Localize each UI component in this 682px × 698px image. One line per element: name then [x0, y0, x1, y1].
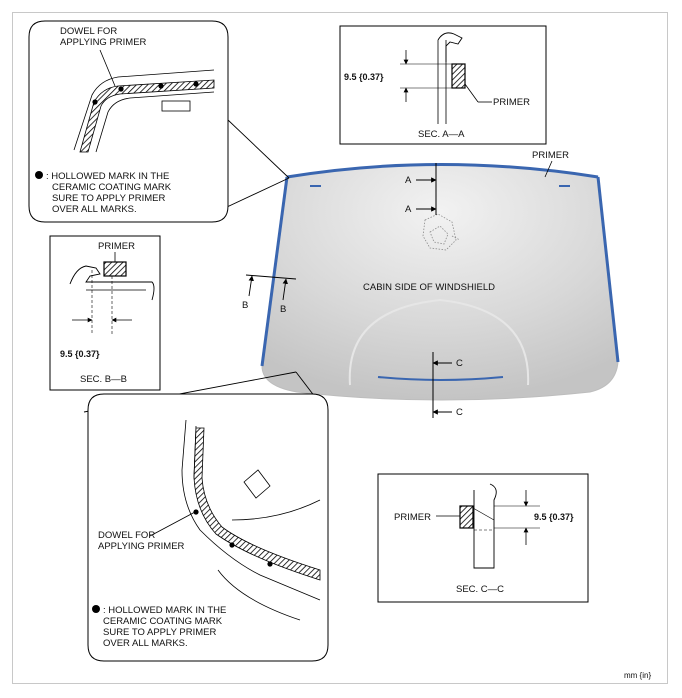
section-c-detail: PRIMER 9.5 {0.37} SEC. C—C	[377, 473, 589, 603]
section-caption: SEC. A—A	[418, 129, 465, 140]
note-text: : HOLLOWED MARK IN THE	[103, 605, 226, 616]
note-text: : HOLLOWED MARK IN THE	[46, 171, 169, 182]
note-text: SURE TO APPLY PRIMER	[103, 627, 216, 638]
section-caption: SEC. C—C	[456, 584, 504, 595]
dowel-label: DOWEL FOR	[60, 26, 117, 37]
svg-text:C: C	[456, 358, 463, 369]
section-b-detail: PRIMER 9.5 {0.37} SEC. B—B	[49, 235, 161, 391]
primer-label: PRIMER	[394, 512, 431, 523]
figure-frame	[12, 12, 668, 684]
dowel-label: DOWEL FOR	[98, 530, 155, 541]
section-marker-a: A A	[405, 163, 437, 215]
dimension-label: 9.5 {0.37}	[344, 72, 384, 82]
primer-label: PRIMER	[98, 241, 135, 252]
callout-bottom-left: DOWEL FOR APPLYING PRIMER : HOLLOWED MAR…	[83, 371, 329, 662]
hollowed-mark-icon	[35, 171, 43, 179]
primer-border	[260, 163, 620, 381]
note-text: SURE TO APPLY PRIMER	[52, 193, 165, 204]
note-text: CERAMIC COATING MARK	[52, 182, 172, 193]
svg-text:B: B	[280, 304, 286, 315]
svg-text:C: C	[456, 407, 463, 418]
primer-top-label: PRIMER	[532, 150, 569, 161]
section-caption: SEC. B—B	[80, 374, 127, 385]
svg-text:B: B	[242, 300, 248, 311]
windshield-label: CABIN SIDE OF WINDSHIELD	[363, 282, 495, 293]
callout-top-left: DOWEL FOR APPLYING PRIMER : HOLLOWED MAR…	[28, 20, 290, 223]
svg-text:A: A	[405, 204, 412, 215]
dowel-label: APPLYING PRIMER	[60, 37, 147, 48]
dimension-label: 9.5 {0.37}	[534, 512, 574, 522]
hollowed-mark-icon	[92, 605, 100, 613]
section-marker-c: C C	[432, 352, 463, 418]
units-label: mm {in}	[624, 671, 651, 680]
primer-label: PRIMER	[493, 97, 530, 108]
rear-view-mirror-mount	[422, 213, 461, 251]
dowel-label: APPLYING PRIMER	[98, 541, 185, 552]
note-text: OVER ALL MARKS.	[52, 204, 137, 215]
svg-text:A: A	[405, 175, 412, 186]
section-marker-b: B B	[242, 274, 297, 315]
dimension-label: 9.5 {0.37}	[60, 349, 100, 359]
section-a-detail: 9.5 {0.37} PRIMER SEC. A—A	[339, 25, 547, 145]
note-text: OVER ALL MARKS.	[103, 638, 188, 649]
note-text: CERAMIC COATING MARK	[103, 616, 223, 627]
